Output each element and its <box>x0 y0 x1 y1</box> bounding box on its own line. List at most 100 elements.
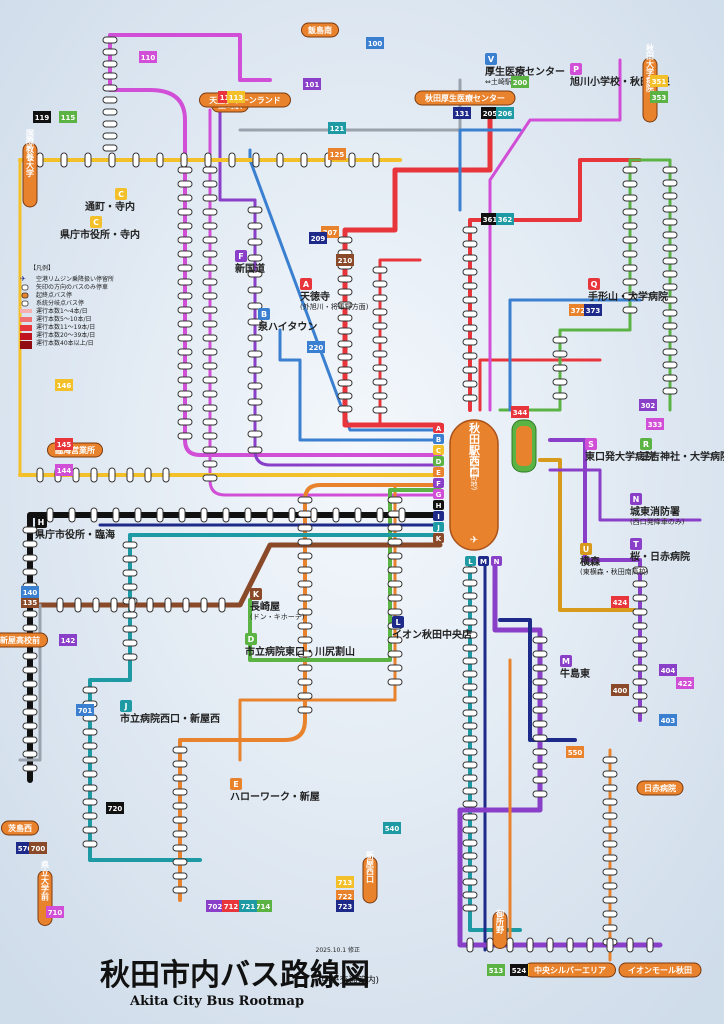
bus-stop <box>276 152 284 168</box>
terminal-10: 国際教養大学 <box>22 128 38 208</box>
bus-stop <box>144 467 152 483</box>
central-hub[interactable]: 秋田駅西口 (中心市街地) ✈ <box>449 419 499 551</box>
bus-stop <box>387 608 403 616</box>
bus-stop <box>102 96 118 104</box>
svg-text:D: D <box>248 635 255 644</box>
bus-stop <box>177 376 193 384</box>
hub-letter-i: I <box>433 511 444 521</box>
bus-stop <box>156 507 164 523</box>
svg-text:J: J <box>124 702 128 711</box>
bus-stop <box>372 280 388 288</box>
terminal-4: 新屋西口 <box>362 850 378 904</box>
route-badge-353: 353 <box>650 91 668 103</box>
bus-stop <box>532 636 548 644</box>
bus-stop <box>622 222 638 230</box>
route-badge-113: 113 <box>227 91 245 103</box>
bus-stop <box>202 180 218 188</box>
bus-stop <box>337 379 353 387</box>
svg-text:145: 145 <box>57 441 72 449</box>
bus-stop <box>22 722 38 730</box>
legend-item: 系統分岐点バス停 <box>21 299 84 307</box>
bus-stop <box>622 250 638 258</box>
svg-text:210: 210 <box>338 257 353 265</box>
bus-stop <box>82 728 98 736</box>
bus-stop <box>172 858 188 866</box>
bus-stop <box>532 664 548 672</box>
svg-text:403: 403 <box>661 717 676 725</box>
svg-text:運行本数20～39本/日: 運行本数20～39本/日 <box>36 331 95 339</box>
bus-stop <box>102 144 118 152</box>
bus-stop <box>387 594 403 602</box>
route-badge-524: 524 <box>510 964 528 976</box>
bus-stop <box>108 467 116 483</box>
bus-stop <box>146 597 154 613</box>
bus-stop <box>247 302 263 310</box>
svg-text:ハローワーク・新屋: ハローワーク・新屋 <box>230 790 320 803</box>
bus-stop <box>602 770 618 778</box>
map-subtitle: (中央交通管内) <box>318 974 379 986</box>
svg-text:厚生医療センター: 厚生医療センター <box>485 65 565 78</box>
bus-stop <box>247 414 263 422</box>
bus-stop <box>297 664 313 672</box>
svg-text:372: 372 <box>571 307 586 315</box>
route-badge-424: 424 <box>611 596 629 608</box>
svg-text:N: N <box>494 558 500 566</box>
legend-item: 運行本数40本以上/日 <box>20 339 94 349</box>
bus-stop <box>372 266 388 274</box>
bus-stop <box>288 507 296 523</box>
svg-text:運行本数11～19本/日: 運行本数11～19本/日 <box>36 323 95 331</box>
hub-east-capsule[interactable] <box>511 419 537 473</box>
svg-text:E: E <box>233 780 238 789</box>
bus-stop <box>387 650 403 658</box>
bus-stop <box>82 784 98 792</box>
bus-stop <box>462 240 478 248</box>
bus-stop <box>462 310 478 318</box>
bus-stop <box>297 622 313 630</box>
route-badge-205: 205 <box>481 107 499 119</box>
bus-stop <box>177 166 193 174</box>
bus-stop <box>82 756 98 764</box>
bus-stop <box>387 524 403 532</box>
bus-stop <box>297 538 313 546</box>
svg-text:100: 100 <box>368 40 383 48</box>
bus-stop <box>108 152 116 168</box>
svg-text:(東横森・秋田南高校): (東横森・秋田南高校) <box>580 567 649 576</box>
bus-stop <box>662 322 678 330</box>
bus-stop <box>462 761 478 769</box>
route-badge-403: 403 <box>659 714 677 726</box>
bus-stop <box>462 644 478 652</box>
bus-stop <box>602 882 618 890</box>
bus-stop <box>22 708 38 716</box>
svg-text:344: 344 <box>513 409 528 417</box>
bus-stop <box>626 937 634 953</box>
svg-text:115: 115 <box>61 114 76 122</box>
svg-text:城東消防署: 城東消防署 <box>630 505 680 518</box>
bus-stop <box>387 664 403 672</box>
svg-text:新屋西口: 新屋西口 <box>366 850 375 884</box>
bus-stop <box>602 798 618 806</box>
route-badge-720: 720 <box>106 802 124 814</box>
svg-text:C: C <box>93 218 99 227</box>
bus-stop <box>506 937 514 953</box>
bus-stop <box>247 286 263 294</box>
bus-stop <box>68 507 76 523</box>
svg-text:新屋高校前: 新屋高校前 <box>0 635 40 645</box>
bus-stop <box>36 467 44 483</box>
bus-stop <box>177 292 193 300</box>
route-badge-142: 142 <box>59 634 77 646</box>
bus-stop <box>202 404 218 412</box>
svg-text:三吉神社・大学病院: 三吉神社・大学病院 <box>640 450 724 463</box>
bus-stop <box>122 541 138 549</box>
bus-stop <box>532 678 548 686</box>
bus-stop <box>297 510 313 518</box>
svg-text:M: M <box>562 657 570 666</box>
hub-capsule[interactable] <box>449 419 499 551</box>
bus-stop <box>300 152 308 168</box>
bus-stop <box>177 362 193 370</box>
svg-text:B: B <box>261 310 267 319</box>
svg-text:秋田大学病院: 秋田大学病院 <box>645 43 655 93</box>
bus-stop <box>337 340 353 348</box>
